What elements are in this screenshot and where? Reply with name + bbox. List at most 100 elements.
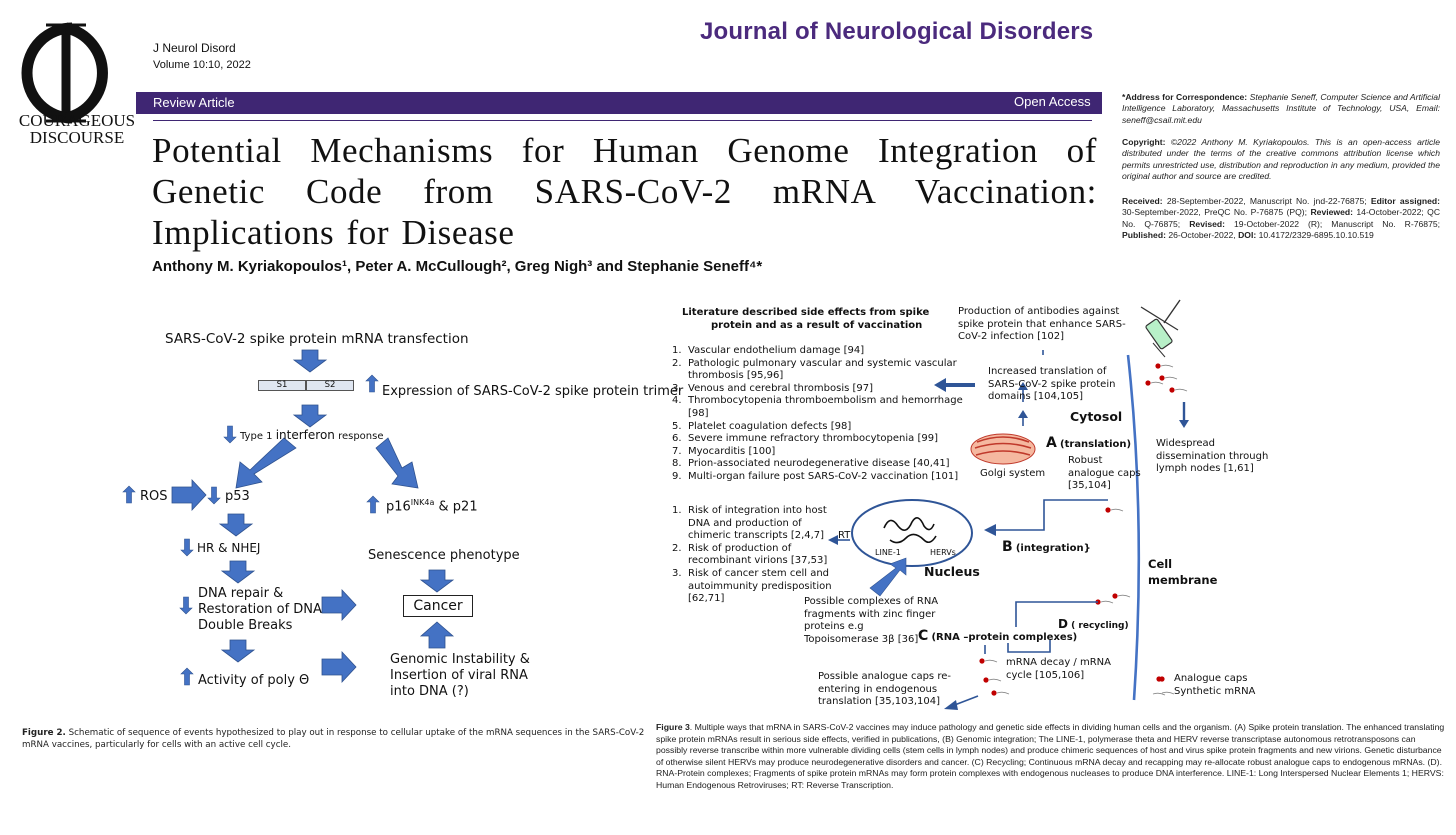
side-effect-number: 9. [672, 470, 682, 482]
figure-3-caption: Figure 3. Multiple ways that mRNA in SAR… [656, 722, 1446, 792]
dissemination-line-2: dissemination through [1156, 450, 1269, 462]
risk-text: Risk of cancer stem cell and autoimmunit… [688, 567, 832, 605]
side-effect-text: Pathologic pulmonary vascular and system… [688, 357, 957, 382]
robust-line-3: [35,104] [1068, 480, 1111, 492]
side-effect-item: 7.Myocarditis [100] [672, 446, 982, 459]
legend-cap-dot [1159, 676, 1165, 682]
arrowhead [984, 524, 996, 536]
p16-text: p16 [386, 499, 411, 515]
side-effect-number: 7. [672, 445, 682, 457]
side-effect-text: Multi-organ failure post SARS-CoV-2 vacc… [688, 470, 959, 482]
copyright-label: Copyright: [1122, 137, 1166, 147]
legend-mrna-line [1152, 692, 1166, 696]
b-text: (integration} [1015, 543, 1091, 554]
copyright-text: ©2022 Anthony M. Kyriakopoulos. This is … [1122, 137, 1440, 182]
volume-info: Volume 10:10, 2022 [153, 59, 251, 71]
author-list: Anthony M. Kyriakopoulos¹, Peter A. McCu… [152, 258, 763, 275]
editor-label: Editor assigned: [1370, 196, 1441, 206]
side-effect-item: 6. Severe immune refractory thrombocytope… [672, 433, 982, 446]
dna-repair-line-3: Double Breaks [198, 618, 293, 633]
a-text: (translation) [1060, 439, 1132, 450]
published-label: Published: [1122, 230, 1166, 241]
arrowhead [1179, 420, 1189, 428]
complexes-arrow [869, 557, 907, 597]
genomic-instability-label: Genomic Instability & Insertion of viral… [390, 652, 530, 700]
arrow-diagonal-right [375, 437, 419, 489]
side-effect-item: 3.Venous and cerebral thrombosis [97] [672, 383, 982, 396]
complexes-line-3: proteins e.g [804, 621, 864, 633]
doi-label: DOI: [1238, 230, 1257, 241]
figure-2: SARS-CoV-2 spike protein mRNA transfecti… [0, 0, 683, 835]
increased-line-1: Increased translation of [988, 366, 1107, 377]
journal-abbreviation: J Neurol Disord [153, 41, 236, 55]
p16-p21-label: p16INK4a & p21 [386, 498, 478, 514]
complexes-line-4: Topoisomerase 3β [36] [804, 633, 919, 645]
divider [153, 120, 1092, 121]
nucleus-outline [851, 499, 973, 567]
reviewed-label: Reviewed: [1310, 207, 1353, 218]
decay-line-2: cycle [105,106] [1006, 669, 1085, 681]
cell-membrane-label: Cell membrane [1148, 556, 1217, 588]
risk-item: 2.Risk of production of recombinant viri… [672, 543, 832, 568]
side-effects-list: 1.Vascular endothelium damage [94]2.Path… [672, 345, 982, 484]
risk-item: 1.Risk of integration into host DNA and … [672, 505, 832, 543]
open-access-label: Open Access [1014, 94, 1091, 109]
side-effect-number: 6. [672, 433, 682, 445]
dna-strands-icon [883, 517, 937, 544]
figure-2-arrows [122, 349, 455, 686]
dna-repair-label: DNA repair & Restoration of DNA Double B… [198, 586, 322, 634]
doi-link[interactable]: 10.4172/2329-6895.10.10.519 [1258, 230, 1374, 241]
cancer-box: Cancer [403, 595, 473, 617]
complexes-line-1: Possible complexes of RNA [804, 596, 939, 607]
risk-item: 3.Risk of cancer stem cell and autoimmun… [672, 568, 832, 606]
legend-synthetic-mrna: Synthetic mRNA [1174, 686, 1256, 697]
dissemination-note: Widespread dissemination through lymph n… [1156, 438, 1268, 476]
line1-label: LINE-1 [875, 548, 901, 557]
side-effect-text: Severe immune refractory thrombocytopeni… [688, 433, 938, 445]
side-effect-text: Venous and cerebral thrombosis [97] [688, 382, 874, 394]
received-text: 28-September-2022, Manuscript No. jnd-22… [1166, 196, 1367, 206]
figure-2-caption-label: Figure 2. [22, 728, 66, 738]
translation-label: A (translation) [1046, 436, 1132, 452]
journal-name[interactable]: Journal of Neurological Disorders [700, 18, 1094, 45]
arrowhead [1018, 382, 1028, 390]
correspondence-text: Stephanie Seneff, Computer Science and A… [1122, 92, 1440, 125]
b-letter: B [1002, 539, 1013, 555]
side-effect-item: 2.Pathologic pulmonary vascular and syst… [672, 358, 982, 383]
s2-box: S2 [306, 380, 354, 391]
side-effect-text: Platelet coagulation defects [98] [688, 420, 852, 432]
arrow-up [419, 621, 455, 649]
cytosol-label: Cytosol [1070, 409, 1123, 424]
dna-repair-line-1: DNA repair & [198, 586, 284, 601]
increased-line-3: domains [104,105] [988, 391, 1083, 403]
arrowhead [934, 378, 946, 392]
side-effect-text: Prion-associated neurodegenerative disea… [688, 458, 950, 470]
reenter-line-1: Possible analogue caps re- [818, 671, 951, 682]
logo-wordmark: COURAGEOUS DISCOURSE [6, 112, 148, 146]
reenter-line-2: entering in endogenous [818, 683, 938, 695]
manuscript-dates: Received: 28-September-2022, Manuscript … [1122, 196, 1440, 242]
risks-list: 1.Risk of integration into host DNA and … [672, 505, 832, 606]
antibodies-note: Production of antibodies against spike p… [958, 306, 1126, 344]
antibodies-line-1: Production of antibodies against [958, 306, 1120, 317]
hervs-label: HERVs [930, 548, 956, 557]
article-type: Review Article [153, 95, 235, 110]
ros-label: ROS [140, 489, 168, 504]
side-effects-title: Literature described side effects from s… [682, 307, 929, 332]
arrowhead [944, 700, 958, 710]
side-effect-item: 8.Prion-associated neurodegenerative dis… [672, 458, 982, 471]
article-type-bar [136, 92, 1102, 114]
side-effects-title-2: protein and as a result of vaccination [711, 319, 923, 331]
copyright-note: Copyright: ©2022 Anthony M. Kyriakopoulo… [1122, 137, 1440, 183]
correspondence-label: *Address for Correspondence: [1122, 92, 1248, 102]
revised-label: Revised: [1189, 218, 1226, 229]
side-effect-text: Thrombocytopenia thromboembolism and hem… [688, 395, 963, 419]
interferon-suffix: response [334, 431, 384, 442]
figure-2-caption-text: Schematic of sequence of events hypothes… [22, 728, 645, 750]
rt-label: RT [838, 530, 851, 541]
side-effect-number: 1. [672, 345, 682, 356]
published-text: 26-October-2022, [1168, 230, 1236, 241]
interferon-response: Type 1 interferon response [240, 428, 384, 442]
side-effects-title-1: Literature described side effects from s… [682, 307, 930, 318]
dissemination-line-1: Widespread [1156, 438, 1216, 449]
